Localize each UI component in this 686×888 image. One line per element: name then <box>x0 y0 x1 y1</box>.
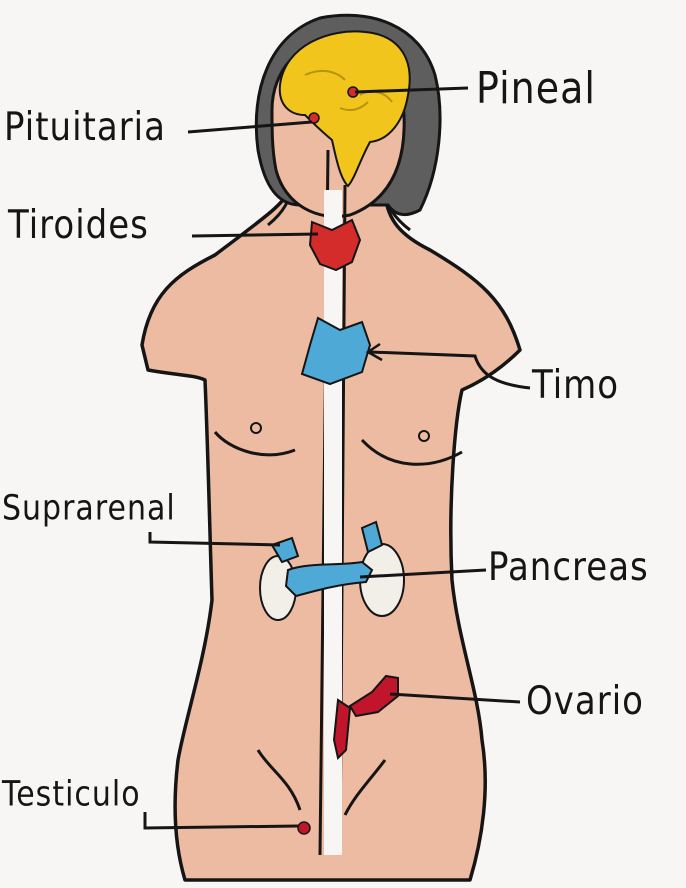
label-testiculo: Testiculo <box>2 778 141 813</box>
label-pituitaria: Pituitaria <box>4 108 166 147</box>
label-tiroides: Tiroides <box>8 206 149 245</box>
label-timo: Timo <box>532 366 619 405</box>
label-pineal: Pineal <box>476 66 596 110</box>
leader-tiroides <box>192 234 318 236</box>
label-suprarenal: Suprarenal <box>2 492 176 527</box>
label-pancreas: Pancreas <box>488 548 649 587</box>
testicle-gland <box>298 822 310 834</box>
label-ovario: Ovario <box>526 682 644 721</box>
